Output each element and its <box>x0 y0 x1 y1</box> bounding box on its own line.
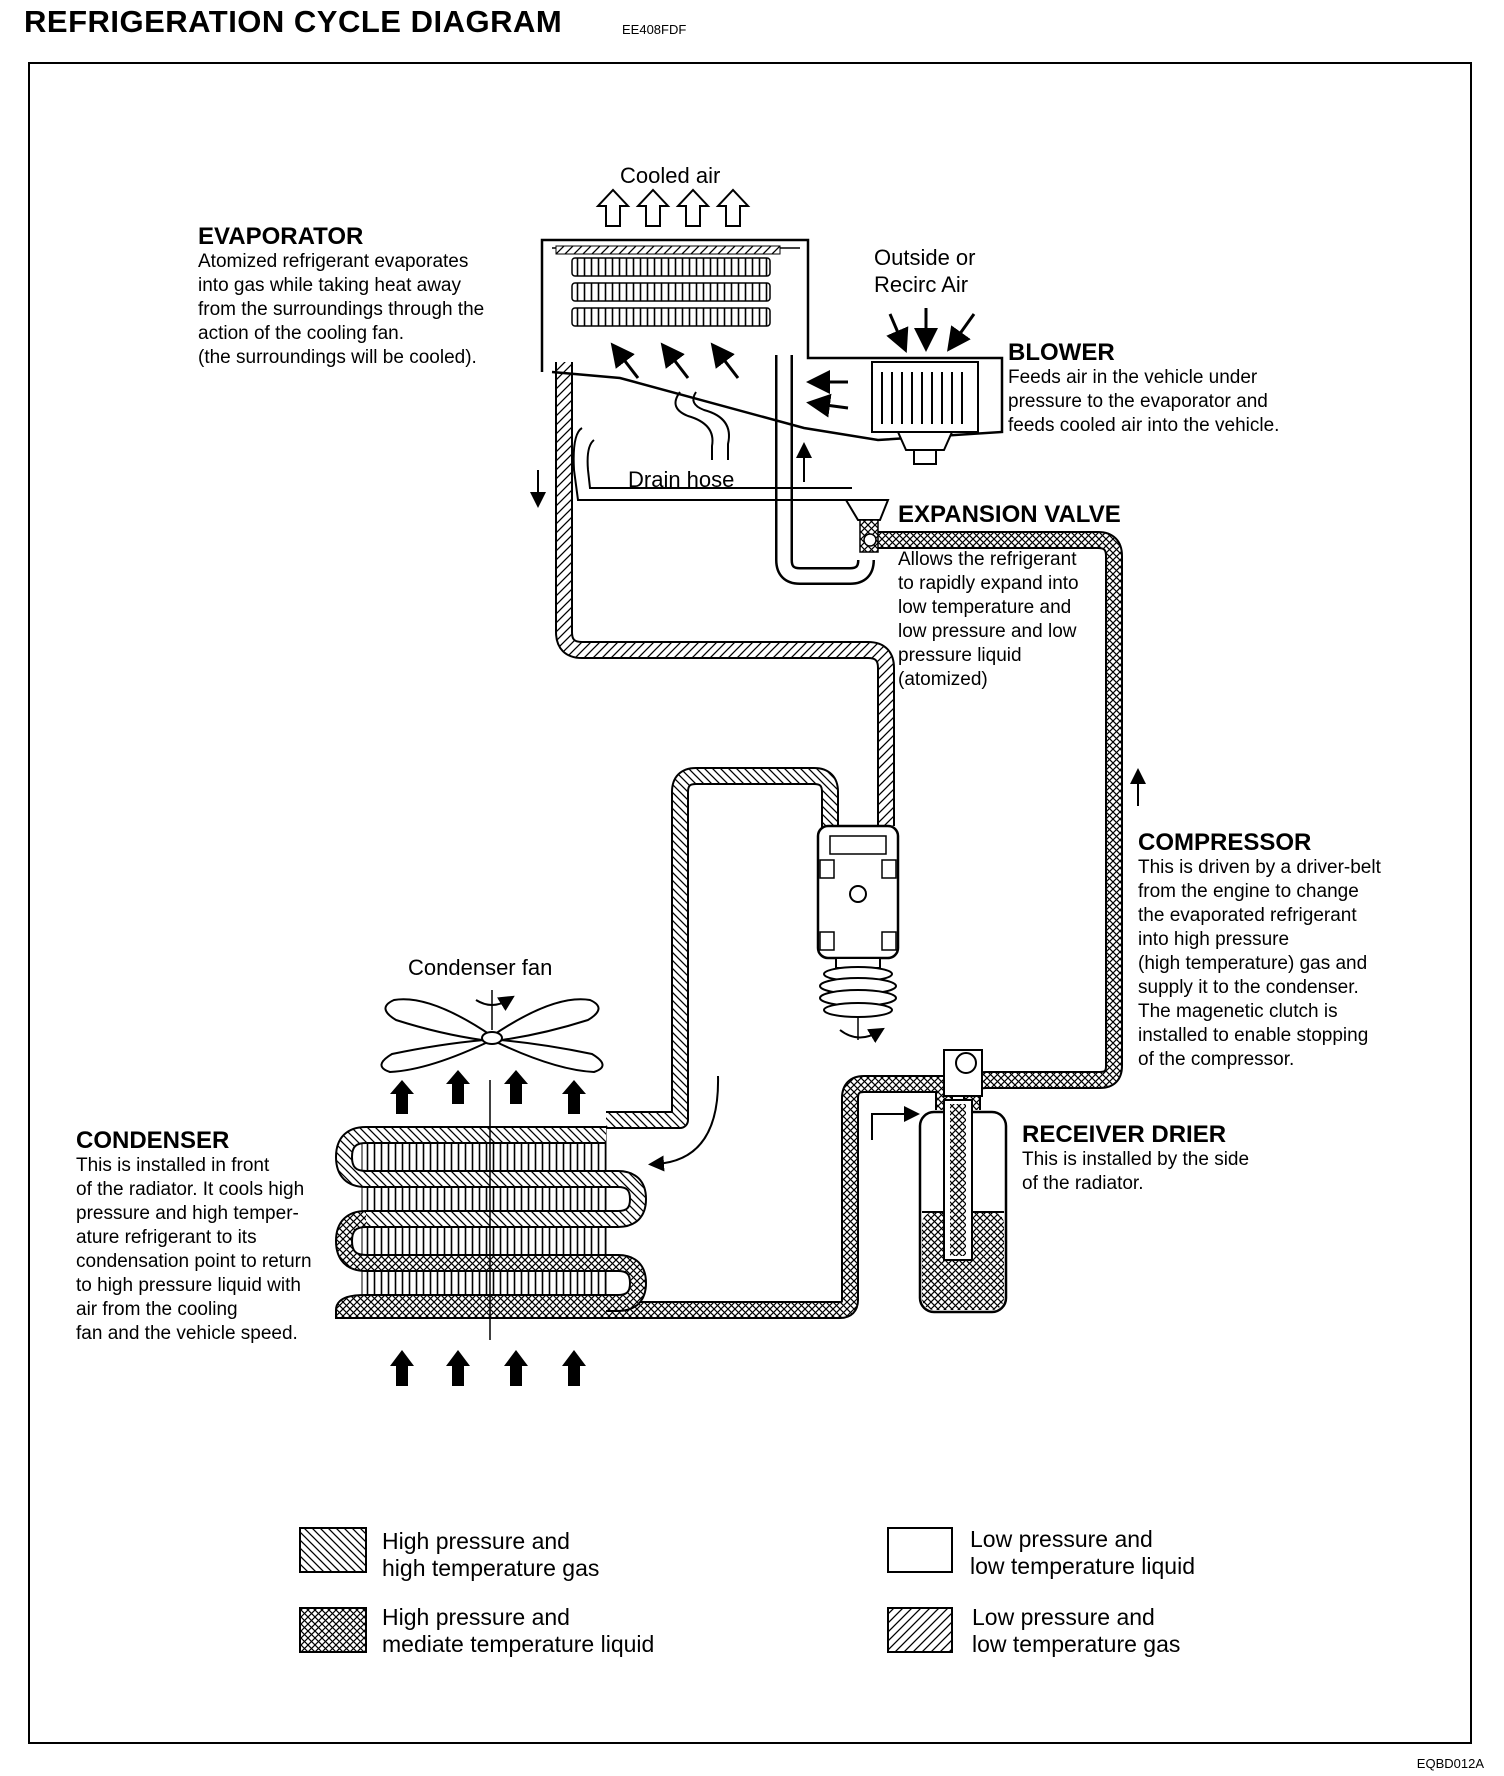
evaporator-title: EVAPORATOR <box>198 223 364 250</box>
blower-unit <box>871 357 992 465</box>
expansion-valve-title: EXPANSION VALVE <box>898 501 1121 528</box>
legend-swatch-low-pressure-gas <box>887 1607 953 1653</box>
receiver-drier-callout: RECEIVER DRIER This is installed by the … <box>1022 1122 1249 1196</box>
legend-text-low-pressure-gas: Low pressure and low temperature gas <box>972 1604 1181 1657</box>
document-code: EE408FDF <box>622 22 687 37</box>
diagram-frame <box>28 62 1472 1744</box>
low-pressure-liquid-line <box>775 355 875 585</box>
compressor-body <box>816 824 900 1043</box>
outside-air-arrows <box>886 308 976 354</box>
legend-text-low-pressure-liquid: Low pressure and low temperature liquid <box>970 1526 1196 1579</box>
expansion-valve-description: Allows the refrigerant to rapidly expand… <box>898 549 1079 690</box>
blower-airflow-arrows <box>806 370 849 418</box>
evaporator-airflow-arrows <box>610 342 740 379</box>
compressor-description: This is driven by a driver-belt from the… <box>1138 857 1381 1070</box>
receiver-drier-title: RECEIVER DRIER <box>1022 1121 1227 1148</box>
receiver-drier <box>871 1049 1008 1314</box>
evaporator-callout: EVAPORATOR Atomized refrigerant evaporat… <box>198 224 484 370</box>
legend-swatches <box>299 1527 953 1653</box>
legend-swatch-high-pressure-gas <box>299 1527 367 1573</box>
expansion-valve <box>844 499 890 553</box>
condenser-fan <box>380 990 604 1074</box>
outside-air-label: Outside or Recirc Air <box>874 245 976 297</box>
cooled-air-label: Cooled air <box>620 163 721 188</box>
figure-code: EQBD012A <box>1416 1756 1484 1771</box>
legend-swatch-low-pressure-liquid <box>887 1527 953 1573</box>
receiver-drier-description: This is installed by the side of the rad… <box>1022 1149 1250 1194</box>
evaporator-housing <box>540 238 1004 501</box>
legend-swatch-high-pressure-liquid <box>299 1607 367 1653</box>
condenser-title: CONDENSER <box>76 1127 230 1154</box>
evaporator-description: Atomized refrigerant evaporates into gas… <box>198 251 485 368</box>
compressor-title: COMPRESSOR <box>1138 829 1312 856</box>
blower-title: BLOWER <box>1008 339 1115 366</box>
flow-direction-arrows <box>530 442 1146 1172</box>
legend-text-high-pressure-liquid: High pressure and mediate temperature li… <box>382 1604 655 1657</box>
drain-hose <box>674 391 730 460</box>
blower-callout: BLOWER Feeds air in the vehicle under pr… <box>1008 340 1279 438</box>
condenser-air-arrows <box>390 1070 586 1386</box>
compressor-callout: COMPRESSOR This is driven by a driver-be… <box>1138 830 1381 1072</box>
condenser-callout: CONDENSER This is installed in front of … <box>76 1128 312 1346</box>
cooled-air-arrows <box>595 188 751 227</box>
blower-description: Feeds air in the vehicle under pressure … <box>1008 367 1280 436</box>
high-pressure-gas-line <box>606 767 839 1129</box>
low-pressure-gas-line <box>555 362 895 826</box>
condenser-core <box>334 1080 648 1340</box>
drain-hose-label: Drain hose <box>628 467 735 492</box>
page-title: REFRIGERATION CYCLE DIAGRAM <box>24 4 563 39</box>
condenser-fan-label: Condenser fan <box>408 955 553 980</box>
condenser-description: This is installed in front of the radiat… <box>76 1155 312 1344</box>
legend-text-high-pressure-gas: High pressure and high temperature gas <box>382 1528 600 1581</box>
evaporator-core <box>571 257 771 327</box>
